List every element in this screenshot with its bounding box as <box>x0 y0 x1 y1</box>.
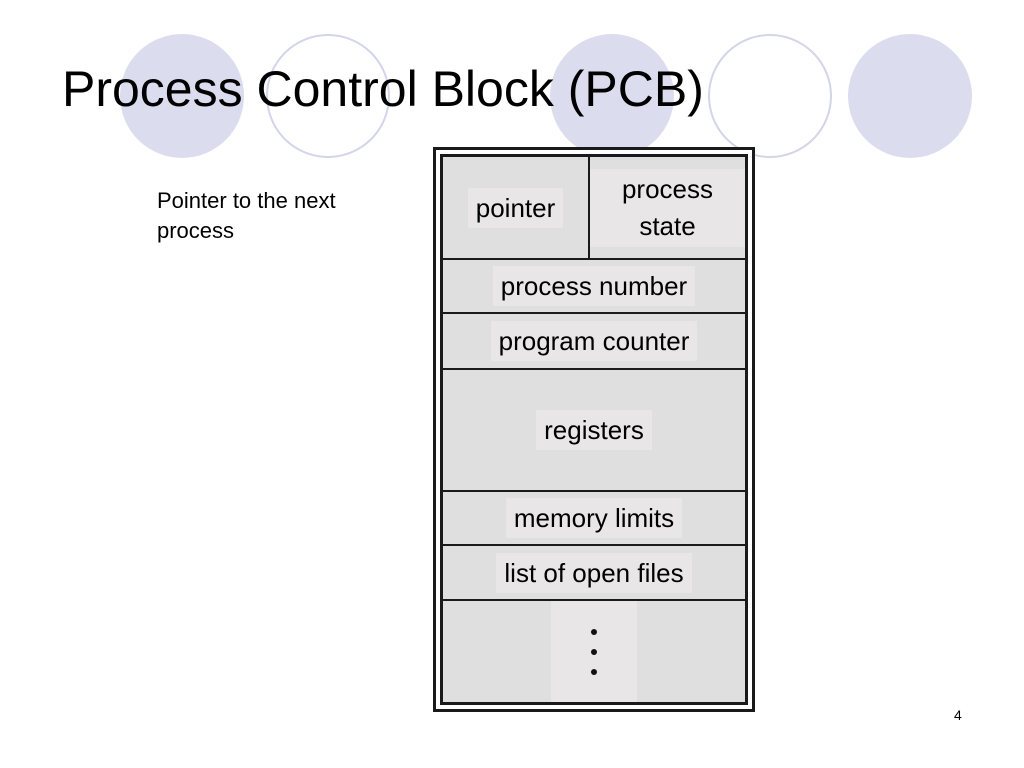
registers-label: registers <box>536 410 652 450</box>
dot <box>591 648 597 655</box>
pcb-diagram: pointer process state process number pro… <box>433 147 755 712</box>
pcb-cell-process-state: process state <box>590 157 745 258</box>
decorative-circle-outline <box>708 34 832 158</box>
decorative-circle-filled <box>848 34 972 158</box>
pcb-row-ellipsis <box>443 601 745 702</box>
pcb-row-registers: registers <box>443 370 745 492</box>
pointer-note: Pointer to the next process <box>157 188 336 243</box>
page-number: 4 <box>954 707 962 723</box>
pcb-block: pointer process state process number pro… <box>440 154 748 705</box>
pcb-row-pointer-state: pointer process state <box>443 157 745 260</box>
decorative-circle-filled <box>120 34 244 158</box>
dot <box>591 628 597 635</box>
decorative-circle-outline <box>266 34 390 158</box>
pcb-row-memory-limits: memory limits <box>443 492 745 546</box>
pcb-cell-pointer: pointer <box>443 157 590 258</box>
pcb-row-program-counter: program counter <box>443 314 745 370</box>
memory-limits-label: memory limits <box>505 498 683 538</box>
program-counter-label: program counter <box>490 321 698 361</box>
pcb-row-open-files: list of open files <box>443 546 745 601</box>
open-files-label: list of open files <box>496 552 692 593</box>
vertical-ellipsis-icon <box>551 601 637 702</box>
slide-title: Process Control Block (PCB) <box>62 61 704 117</box>
pcb-row-process-number: process number <box>443 260 745 314</box>
process-number-label: process number <box>492 266 696 306</box>
decorative-circle-filled <box>550 34 674 158</box>
dot <box>591 668 597 675</box>
pointer-label: pointer <box>467 187 564 228</box>
process-state-label: process state <box>590 168 745 247</box>
